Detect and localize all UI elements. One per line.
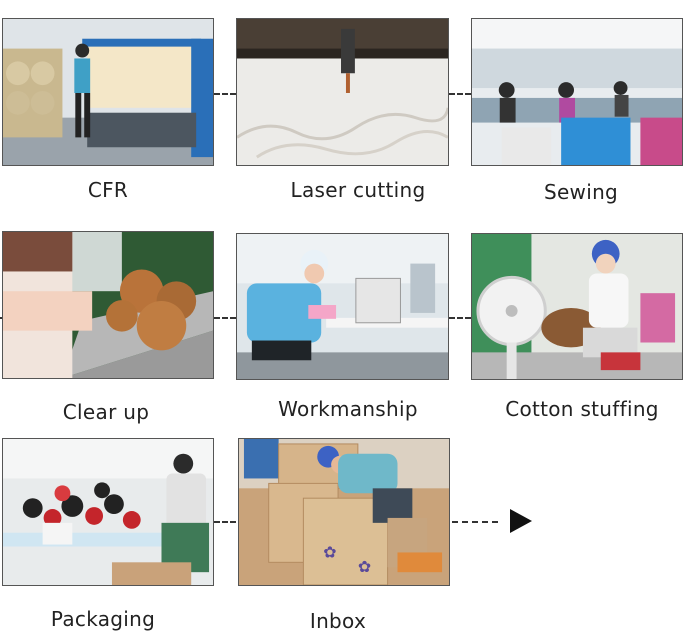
connector-8-end bbox=[452, 521, 498, 523]
photo-inbox: ✿ ✿ bbox=[238, 438, 450, 586]
step-label-clear-up: Clear up bbox=[62, 400, 150, 424]
step-label-laser-cutting: Laser cutting bbox=[290, 178, 426, 202]
step-label-cotton-stuffing: Cotton stuffing bbox=[505, 397, 659, 421]
svg-text:✿: ✿ bbox=[323, 542, 336, 561]
photo-clear-up bbox=[2, 231, 214, 379]
step-label-packaging: Packaging bbox=[50, 607, 156, 631]
step-label-workmanship: Workmanship bbox=[278, 397, 418, 421]
connector-4-5 bbox=[214, 317, 236, 319]
connector-5-6 bbox=[449, 317, 471, 319]
connector-7-8 bbox=[214, 521, 236, 523]
photo-sewing bbox=[471, 18, 683, 166]
photo-cotton-stuffing bbox=[471, 233, 683, 380]
svg-text:✿: ✿ bbox=[358, 557, 371, 576]
step-label-sewing: Sewing bbox=[543, 180, 619, 204]
photo-laser-cutting bbox=[236, 18, 449, 166]
photo-workmanship bbox=[236, 233, 449, 380]
connector-2-3 bbox=[449, 93, 471, 95]
photo-packaging bbox=[2, 438, 214, 586]
connector-1-2 bbox=[214, 93, 236, 95]
right-arrow-icon bbox=[510, 509, 532, 533]
step-label-inbox: Inbox bbox=[309, 609, 367, 633]
step-label-cfr: CFR bbox=[87, 178, 129, 202]
photo-cfr bbox=[2, 18, 214, 166]
